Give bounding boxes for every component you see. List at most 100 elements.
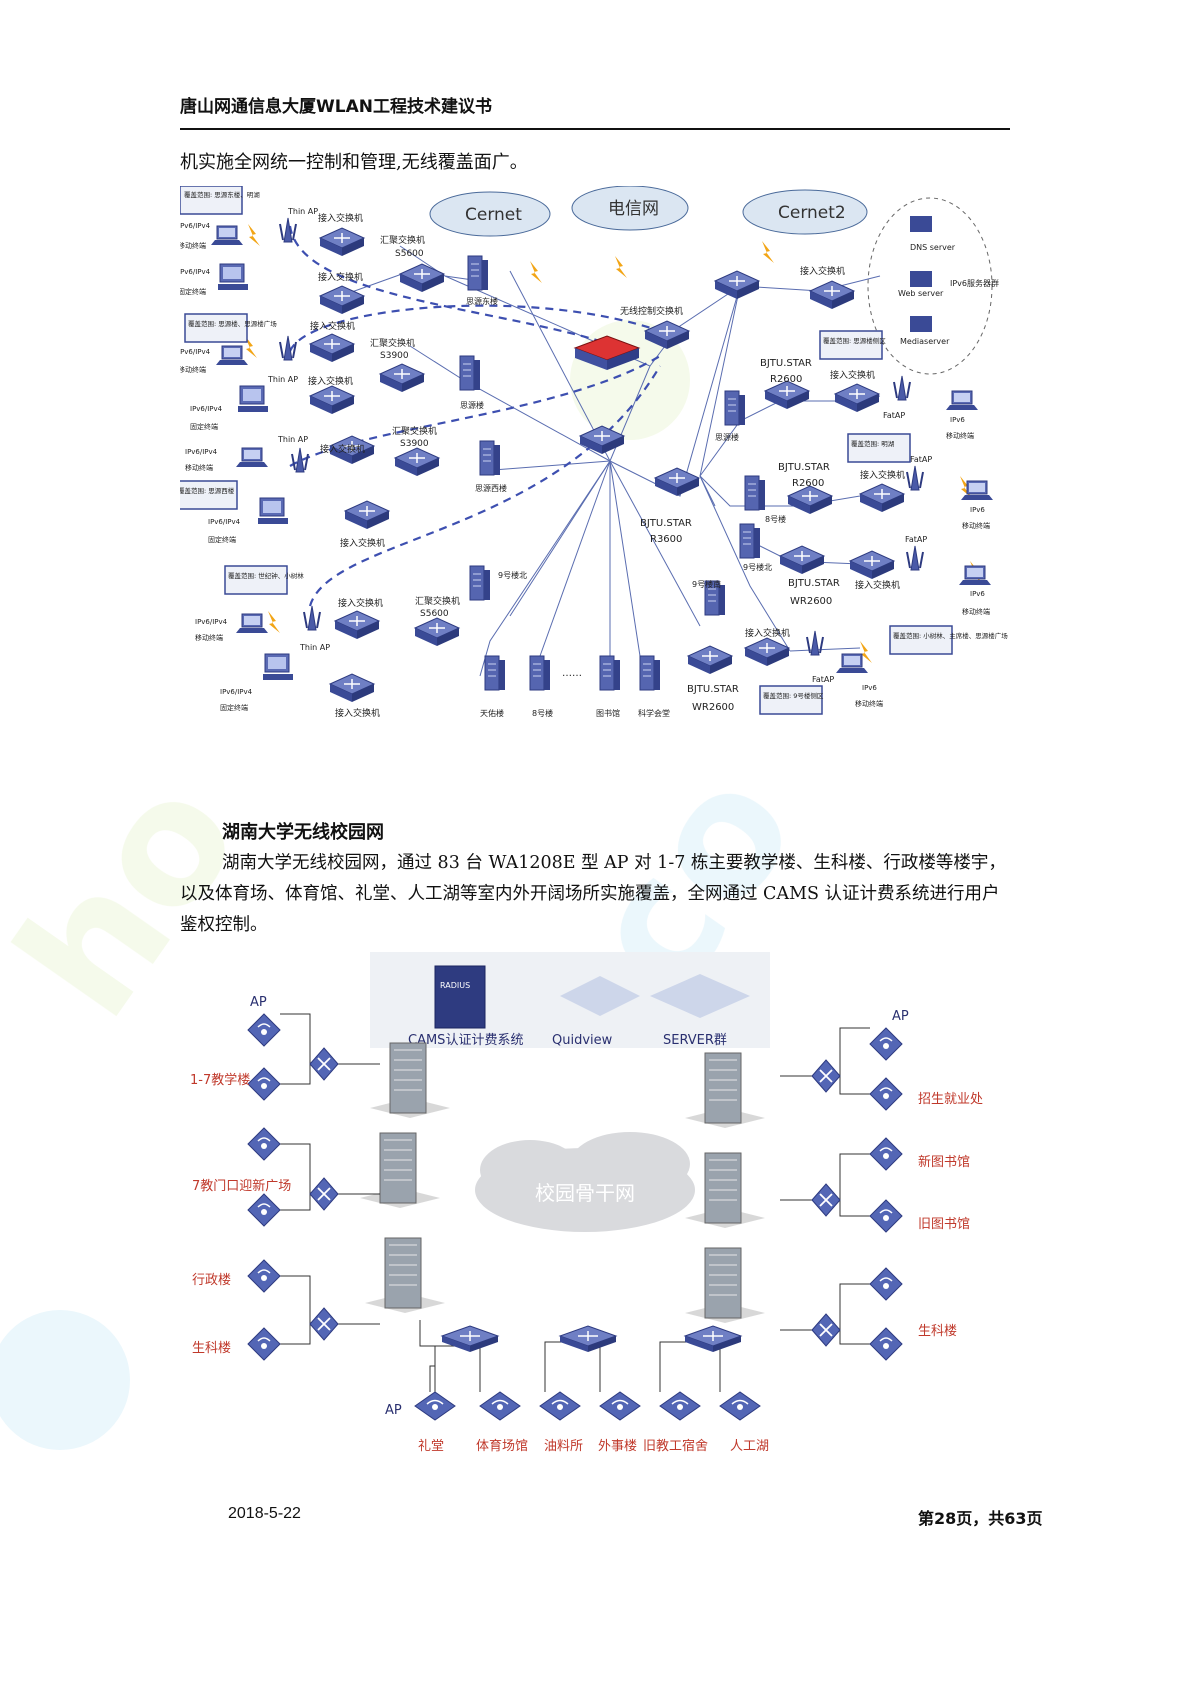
building-server-icon bbox=[739, 523, 761, 559]
thin-ap-label: Thin AP bbox=[277, 435, 308, 444]
building-label: 思源西楼 bbox=[475, 483, 507, 493]
campus-network-diagram: RADIUS CAMS认证计费系统 Quidview SERVER群 校园骨干网… bbox=[190, 952, 983, 1454]
wireless-control-paths bbox=[288, 225, 661, 607]
coverage-callout: 覆盖范围: 思源东楼、明湖 bbox=[180, 186, 260, 215]
backbone-label: 校园骨干网 bbox=[535, 1181, 635, 1205]
footer-page-number: 第28页，共63页 bbox=[918, 1509, 1043, 1528]
access-switch-icon bbox=[329, 673, 375, 703]
building-icon bbox=[369, 1042, 451, 1119]
ap-icon bbox=[247, 1327, 281, 1361]
building-label: 8号楼 bbox=[765, 514, 786, 524]
building-server-icon bbox=[744, 475, 766, 511]
access-switch-icon bbox=[849, 550, 895, 580]
site-label: 油料所 bbox=[544, 1439, 583, 1454]
building-server-icon bbox=[459, 355, 481, 391]
terminal-label: 移动终端 bbox=[180, 365, 206, 374]
server-cluster-icon bbox=[650, 974, 750, 1018]
coverage-callout: 覆盖范围: 小树林、主席楼、思源楼广场 bbox=[889, 625, 1008, 655]
svg-text:覆盖范围: 思源东楼、明湖: 覆盖范围: 思源东楼、明湖 bbox=[184, 190, 260, 199]
ap-icon bbox=[869, 1137, 903, 1171]
terminal-label: 固定终端 bbox=[180, 287, 206, 296]
terminal-label: IPv6 bbox=[950, 416, 965, 424]
agg-switch-icon bbox=[399, 263, 445, 293]
agg-switch-icon bbox=[379, 363, 425, 393]
section-title: 湖南大学无线校园网 bbox=[222, 822, 384, 843]
access-switch-icon bbox=[744, 637, 790, 667]
server-label: Web server bbox=[898, 289, 944, 298]
cernet2-router-icon bbox=[714, 270, 760, 300]
coverage-callout: 覆盖范围: 思源楼、思源楼广场 bbox=[184, 313, 277, 343]
ap-icon bbox=[869, 1077, 903, 1111]
router-label: WR2600 bbox=[790, 596, 832, 607]
links bbox=[334, 245, 881, 677]
terminal-label: 固定终端 bbox=[190, 422, 218, 431]
access-switch-label: 接入交换机 bbox=[745, 627, 790, 639]
agg-switch-icon bbox=[394, 447, 440, 477]
access-switch-label: 接入交换机 bbox=[310, 320, 355, 332]
terminal-label: IPv6/IPv4 bbox=[180, 348, 211, 356]
ap-icon bbox=[869, 1327, 903, 1361]
thin-ap-label: Thin AP bbox=[267, 375, 298, 384]
router-label: WR2600 bbox=[692, 702, 734, 713]
building-label: 科学会堂 bbox=[638, 708, 670, 718]
laptop-icon bbox=[215, 345, 249, 366]
terminal-label: 固定终端 bbox=[220, 703, 248, 712]
pc-icon bbox=[237, 385, 269, 413]
building-icon bbox=[684, 1052, 766, 1129]
building-science-icon bbox=[639, 655, 661, 691]
media-server-icon bbox=[910, 316, 932, 332]
access-switch-label: 接入交换机 bbox=[800, 265, 845, 277]
laptop-icon bbox=[958, 565, 992, 586]
svg-text:覆盖范围: 思源楼侧区: 覆盖范围: 思源楼侧区 bbox=[823, 336, 886, 345]
building-server-icon bbox=[469, 565, 491, 601]
continuation-paragraph: 机实施全网统一控制和管理,无线覆盖面广。 bbox=[180, 152, 528, 173]
building-icon bbox=[359, 1132, 441, 1209]
fat-ap-label: FatAP bbox=[883, 411, 905, 420]
ap-icon bbox=[247, 1259, 281, 1293]
switch-icon bbox=[441, 1325, 499, 1353]
server-group-label: IPv6服务器群 bbox=[950, 278, 999, 288]
quidview-icon bbox=[560, 976, 640, 1016]
network-topology-diagram: Cernet 电信网 Cernet2 bbox=[180, 186, 1008, 719]
site-label: 生科楼 bbox=[918, 1324, 957, 1339]
agg-switch-label: 汇聚交换机 bbox=[380, 234, 425, 246]
switch-icon bbox=[309, 1307, 339, 1341]
campus-backbone-cloud: 校园骨干网 bbox=[475, 1132, 695, 1232]
server-label: DNS server bbox=[910, 243, 956, 252]
header-title: 唐山网通信息大厦WLAN工程技术建议书 bbox=[180, 97, 492, 117]
fat-ap-icon bbox=[906, 465, 924, 491]
header-rule bbox=[180, 128, 1010, 130]
ap-icon bbox=[599, 1391, 641, 1421]
svg-text:覆盖范围: 明湖: 覆盖范围: 明湖 bbox=[851, 439, 895, 448]
coverage-callout: 覆盖范围: 世纪钟、小树林 bbox=[224, 565, 304, 595]
building-label: 9号楼南 bbox=[692, 579, 721, 589]
svg-text:覆盖范围: 世纪钟、小树林: 覆盖范围: 世纪钟、小树林 bbox=[228, 571, 304, 580]
building-server-icon bbox=[467, 255, 489, 291]
terminal-label: IPv6/IPv4 bbox=[195, 618, 228, 626]
ap-icon bbox=[247, 1013, 281, 1047]
svg-text:覆盖范围: 思源楼、思源楼广场: 覆盖范围: 思源楼、思源楼广场 bbox=[188, 319, 277, 328]
lightning-icon bbox=[530, 261, 542, 283]
switch-icon bbox=[811, 1183, 841, 1217]
access-switch-label: 接入交换机 bbox=[320, 443, 365, 455]
agg-model-label: S5600 bbox=[420, 609, 449, 619]
fat-ap-label: FatAP bbox=[910, 455, 932, 464]
site-label: 1-7教学楼 bbox=[190, 1072, 250, 1088]
terminal-label: 移动终端 bbox=[185, 463, 213, 472]
thin-ap-icon bbox=[279, 217, 297, 243]
wireless-control-switch-core bbox=[573, 335, 641, 370]
r3600-router-icon bbox=[654, 467, 700, 497]
thin-ap-icon bbox=[279, 335, 297, 361]
site-label: 行政楼 bbox=[192, 1273, 231, 1288]
access-switch-icon bbox=[859, 483, 905, 513]
terminal-label: 固定终端 bbox=[208, 535, 236, 544]
ap-icon bbox=[247, 1127, 281, 1161]
agg-switch-label: 汇聚交换机 bbox=[370, 337, 415, 349]
thin-ap-icon bbox=[303, 605, 321, 631]
dns-server-icon bbox=[910, 216, 932, 232]
ap-icon bbox=[659, 1391, 701, 1421]
router-label: R2600 bbox=[770, 374, 802, 385]
access-switch-label: 接入交换机 bbox=[338, 597, 383, 609]
building-library-icon bbox=[599, 655, 621, 691]
site-label: 旧图书馆 bbox=[918, 1217, 970, 1232]
